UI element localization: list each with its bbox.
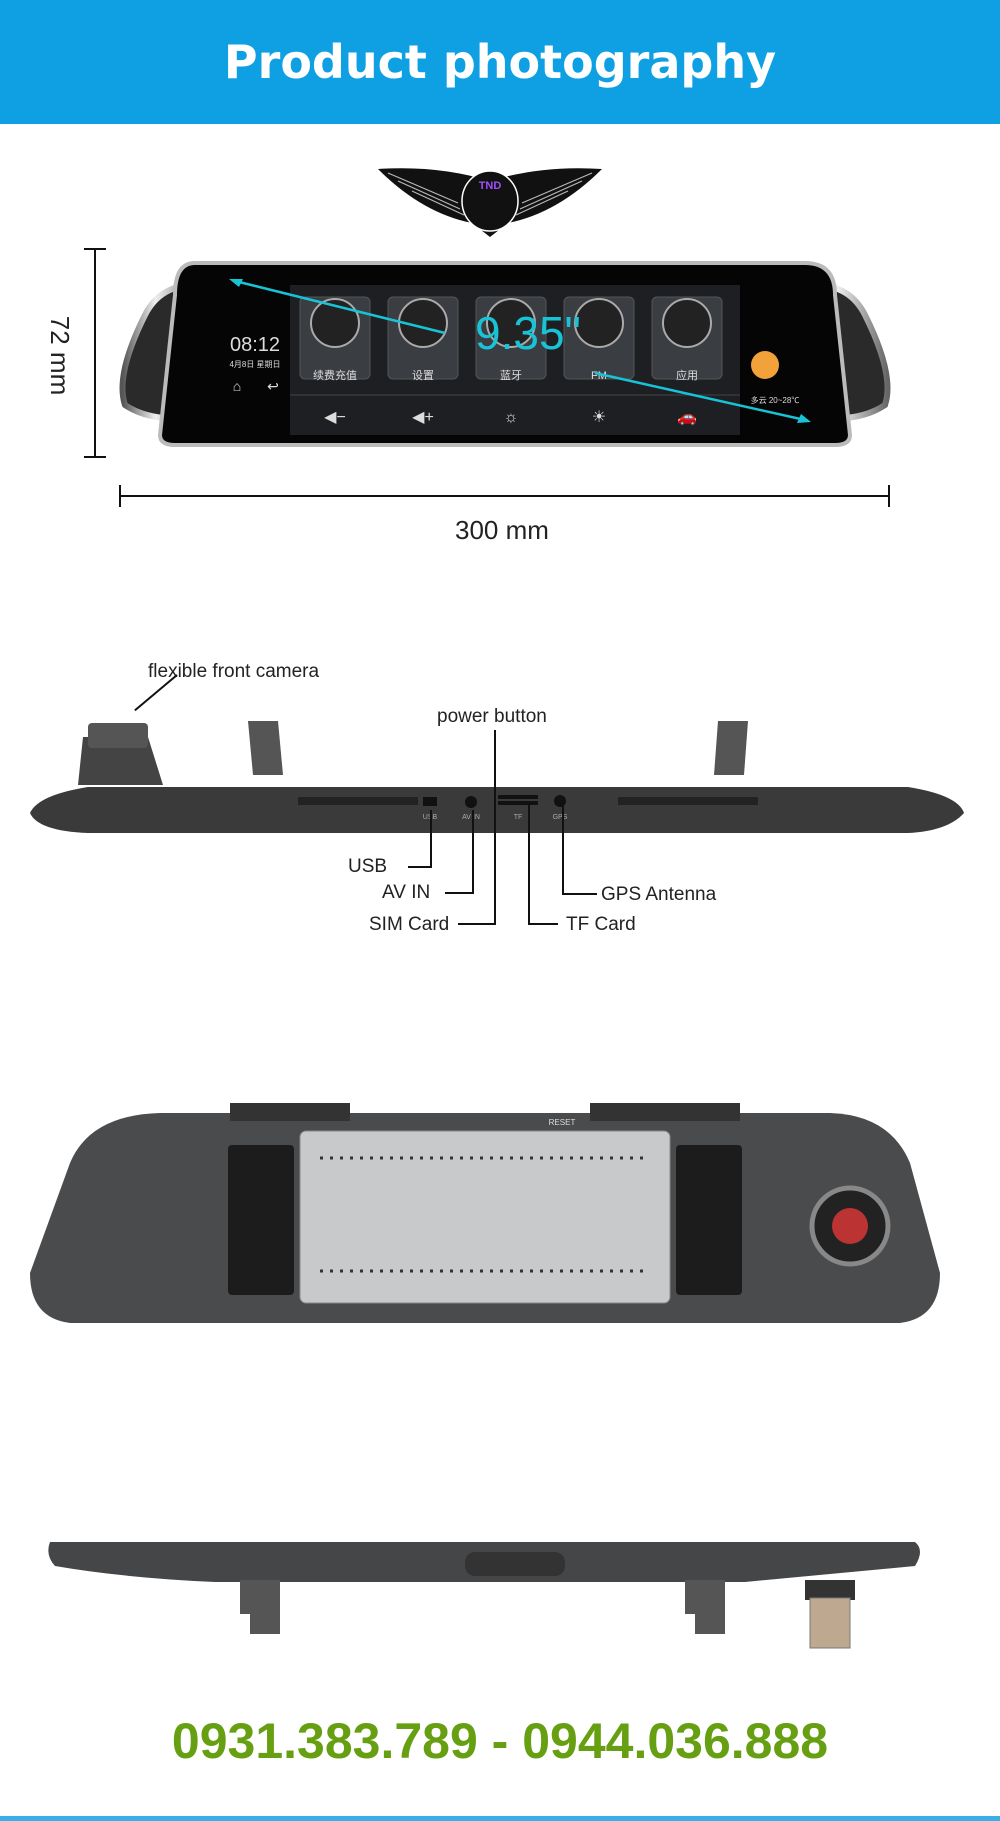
weather-icon bbox=[751, 351, 779, 379]
callout-line bbox=[528, 923, 558, 925]
callout-power: power button bbox=[437, 706, 547, 727]
callout-usb: USB bbox=[348, 856, 388, 877]
app-label: 应用 bbox=[676, 368, 698, 382]
screen-clock: 08:12 bbox=[230, 334, 280, 356]
callout-line bbox=[458, 923, 496, 925]
callout-line bbox=[562, 805, 564, 895]
page-title: Product photography bbox=[223, 35, 777, 89]
reset-label: RESET bbox=[549, 1118, 576, 1127]
callout-gps: GPS Antenna bbox=[601, 884, 717, 905]
svg-text:⌂: ⌂ bbox=[233, 378, 241, 394]
svg-text:GPS: GPS bbox=[553, 814, 568, 821]
callout-line bbox=[472, 810, 474, 894]
app-label: 设置 bbox=[412, 369, 434, 382]
screen-size-label: 9.35" bbox=[475, 307, 581, 359]
weather-text: 多云 20~28℃ bbox=[751, 395, 800, 405]
callout-line bbox=[562, 893, 597, 895]
callout-av-in: AV IN bbox=[382, 882, 431, 903]
dimension-tick bbox=[888, 485, 890, 507]
svg-text:↩: ↩ bbox=[267, 378, 279, 394]
back-view-device: RESET bbox=[30, 1103, 940, 1323]
callout-line bbox=[528, 805, 530, 925]
app-label: 蓝牙 bbox=[500, 369, 522, 382]
callout-line bbox=[430, 810, 432, 868]
bottom-view-device bbox=[48, 1542, 921, 1649]
app-label: 续费充值 bbox=[313, 368, 357, 382]
callout-line bbox=[408, 866, 432, 868]
height-label: 72 mm bbox=[45, 315, 76, 396]
width-dimension-line bbox=[119, 495, 889, 497]
callout-front-camera: flexible front camera bbox=[148, 661, 320, 682]
brand-logo: TND bbox=[378, 168, 602, 237]
logo-text: TND bbox=[479, 180, 502, 192]
callout-line bbox=[494, 730, 496, 925]
width-label: 300 mm bbox=[455, 515, 549, 545]
callout-tf: TF Card bbox=[566, 914, 636, 935]
contact-phones: 0931.383.789 - 0944.036.888 bbox=[171, 1713, 829, 1769]
svg-text:◀+: ◀+ bbox=[412, 409, 434, 426]
svg-text:☼: ☼ bbox=[504, 409, 519, 426]
front-view-mirror: 08:12 4月8日 星期日 续费充值 设置 蓝牙 FM 应用 ◀−◀+☼☀🚗 … bbox=[119, 261, 891, 447]
svg-text:TF: TF bbox=[514, 814, 523, 821]
page-header: Product photography bbox=[0, 0, 1000, 124]
dimension-tick bbox=[84, 456, 106, 458]
dimension-tick bbox=[84, 248, 106, 250]
callout-sim: SIM Card bbox=[369, 914, 450, 935]
svg-text:☀: ☀ bbox=[592, 409, 606, 426]
svg-text:AV IN: AV IN bbox=[462, 814, 480, 821]
height-dimension-line bbox=[94, 248, 96, 458]
svg-text:◀−: ◀− bbox=[324, 409, 346, 426]
svg-text:🚗: 🚗 bbox=[677, 409, 697, 426]
callout-line bbox=[445, 892, 474, 894]
bottom-divider bbox=[0, 1816, 1000, 1821]
dimension-tick bbox=[119, 485, 121, 507]
screen-date: 4月8日 星期日 bbox=[229, 360, 280, 369]
